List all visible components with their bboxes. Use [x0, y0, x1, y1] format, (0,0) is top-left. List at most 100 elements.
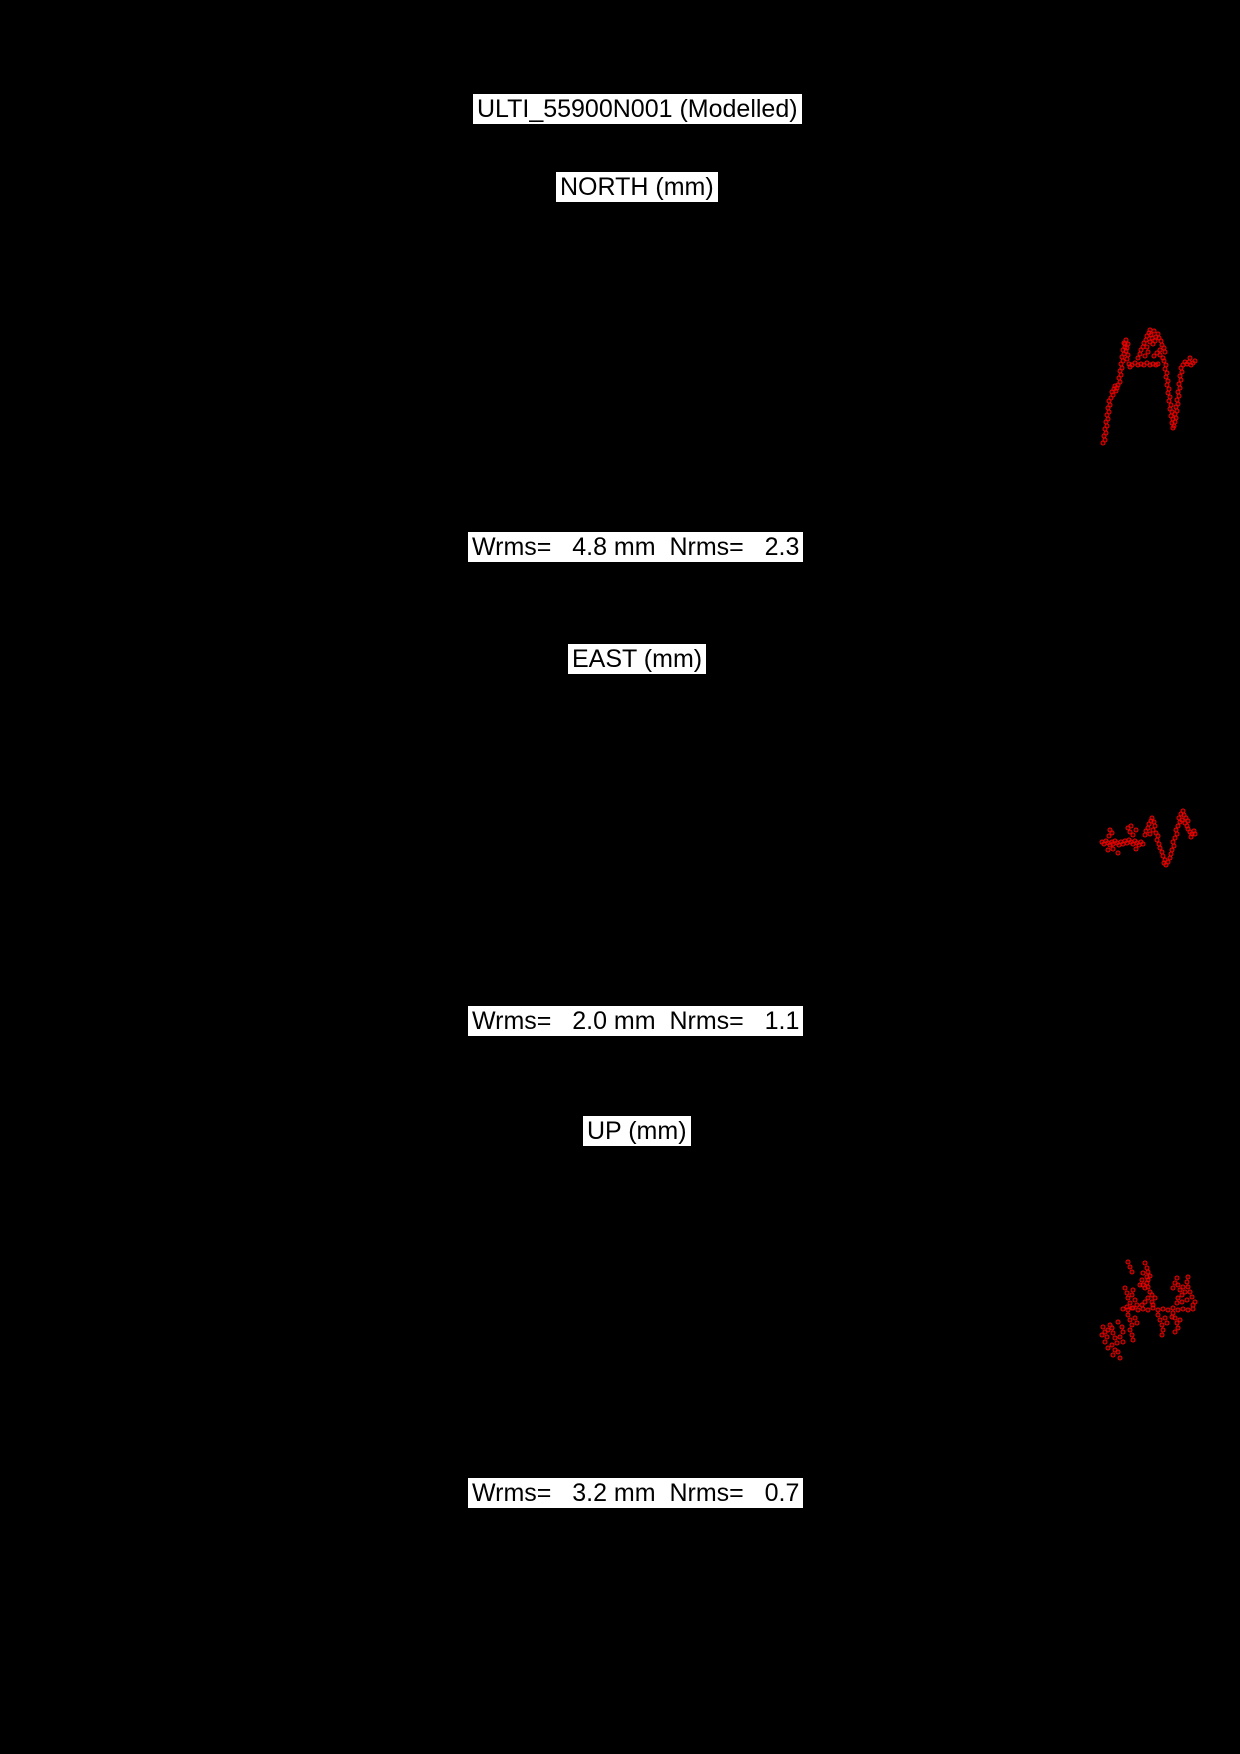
data-point-marker	[1115, 382, 1121, 388]
data-point-marker	[1174, 408, 1180, 414]
data-point-marker	[1108, 395, 1114, 401]
data-point-marker	[1140, 1306, 1146, 1312]
data-point-marker	[1158, 338, 1164, 344]
data-point-marker	[1107, 842, 1113, 848]
data-point-marker	[1104, 423, 1110, 429]
data-point-marker	[1179, 1299, 1185, 1305]
data-point-marker	[1147, 1273, 1153, 1279]
data-point-marker	[1177, 373, 1183, 379]
data-point-marker	[1175, 823, 1181, 829]
data-point-marker	[1124, 840, 1130, 846]
data-point-marker	[1155, 833, 1161, 839]
data-point-marker	[1132, 1297, 1138, 1303]
data-point-marker	[1151, 353, 1157, 359]
data-point-marker	[1149, 1292, 1155, 1298]
data-point-marker	[1146, 330, 1152, 336]
data-point-marker	[1136, 842, 1142, 848]
data-point-marker	[1144, 333, 1150, 339]
data-point-marker	[1162, 366, 1168, 372]
data-point-marker	[1125, 1307, 1131, 1313]
data-point-marker	[1185, 1284, 1191, 1290]
data-point-marker	[1170, 1310, 1176, 1316]
data-point-marker	[1190, 360, 1196, 366]
data-point-marker	[1101, 841, 1107, 847]
data-point-marker	[1112, 1347, 1118, 1353]
data-point-marker	[1110, 1330, 1116, 1336]
data-point-marker	[1148, 332, 1154, 338]
data-point-marker	[1157, 845, 1163, 851]
data-point-marker	[1187, 355, 1193, 361]
data-point-marker	[1117, 379, 1123, 385]
data-point-marker	[1144, 360, 1150, 366]
data-point-marker	[1175, 401, 1181, 407]
data-point-marker	[1185, 818, 1191, 824]
data-point-marker	[1132, 360, 1138, 366]
panel-label-north: NORTH (mm)	[556, 172, 718, 202]
data-point-marker	[1155, 1312, 1161, 1318]
data-point-marker	[1124, 356, 1130, 362]
data-point-marker	[1181, 812, 1187, 818]
data-point-marker	[1169, 847, 1175, 853]
data-point-marker	[1127, 829, 1133, 835]
data-point-marker	[1126, 361, 1132, 367]
data-point-marker	[1106, 398, 1112, 404]
data-point-marker	[1110, 1352, 1116, 1358]
data-point-marker	[1112, 838, 1118, 844]
data-point-marker	[1106, 833, 1112, 839]
data-point-marker	[1138, 839, 1144, 845]
data-point-marker	[1156, 335, 1162, 341]
data-point-marker	[1169, 1314, 1175, 1320]
data-point-marker	[1166, 386, 1172, 392]
data-point-marker	[1119, 1324, 1125, 1330]
data-point-marker	[1164, 382, 1170, 388]
data-point-marker	[1191, 828, 1197, 834]
data-point-marker	[1105, 1345, 1111, 1351]
data-point-marker	[1100, 1324, 1106, 1330]
data-point-marker	[1125, 825, 1131, 831]
data-point-marker	[1127, 1317, 1133, 1323]
data-point-marker	[1142, 1285, 1148, 1291]
data-point-marker	[1150, 361, 1156, 367]
data-point-marker	[1103, 838, 1109, 844]
data-point-marker	[1172, 835, 1178, 841]
data-point-marker	[1107, 402, 1113, 408]
data-point-marker	[1166, 398, 1172, 404]
data-point-marker	[1160, 853, 1166, 859]
data-point-marker	[1188, 834, 1194, 840]
data-point-marker	[1144, 1274, 1150, 1280]
data-point-marker	[1128, 839, 1134, 845]
data-point-marker	[1135, 362, 1141, 368]
data-point-marker	[1145, 349, 1151, 355]
data-point-marker	[1174, 1320, 1180, 1326]
data-point-marker	[1159, 1332, 1165, 1338]
data-point-marker	[1162, 857, 1168, 863]
data-point-marker	[1155, 1307, 1161, 1313]
data-point-marker	[1165, 1307, 1171, 1313]
data-point-marker	[1163, 362, 1169, 368]
data-point-marker	[1185, 1274, 1191, 1280]
data-point-marker	[1169, 409, 1175, 415]
data-point-marker	[1115, 1319, 1121, 1325]
data-point-marker	[1168, 413, 1174, 419]
data-point-marker	[1151, 328, 1157, 334]
data-point-marker	[1175, 1325, 1181, 1331]
data-point-marker	[1179, 817, 1185, 823]
data-point-marker	[1161, 345, 1167, 351]
data-point-marker	[1190, 1306, 1196, 1312]
data-point-marker	[1145, 1269, 1151, 1275]
data-point-marker	[1109, 1325, 1115, 1331]
data-point-marker	[1130, 841, 1136, 847]
data-point-marker	[1172, 1329, 1178, 1335]
data-point-marker	[1099, 1332, 1105, 1338]
data-point-marker	[1102, 426, 1108, 432]
data-point-marker	[1133, 846, 1139, 852]
data-point-marker	[1102, 1339, 1108, 1345]
data-point-marker	[1157, 1317, 1163, 1323]
data-point-marker	[1109, 830, 1115, 836]
data-point-marker	[1142, 1299, 1148, 1305]
data-point-marker	[1190, 1302, 1196, 1308]
data-point-marker	[1107, 1322, 1113, 1328]
data-point-marker	[1117, 368, 1123, 374]
data-point-marker	[1112, 1335, 1118, 1341]
data-point-marker	[1157, 352, 1163, 358]
